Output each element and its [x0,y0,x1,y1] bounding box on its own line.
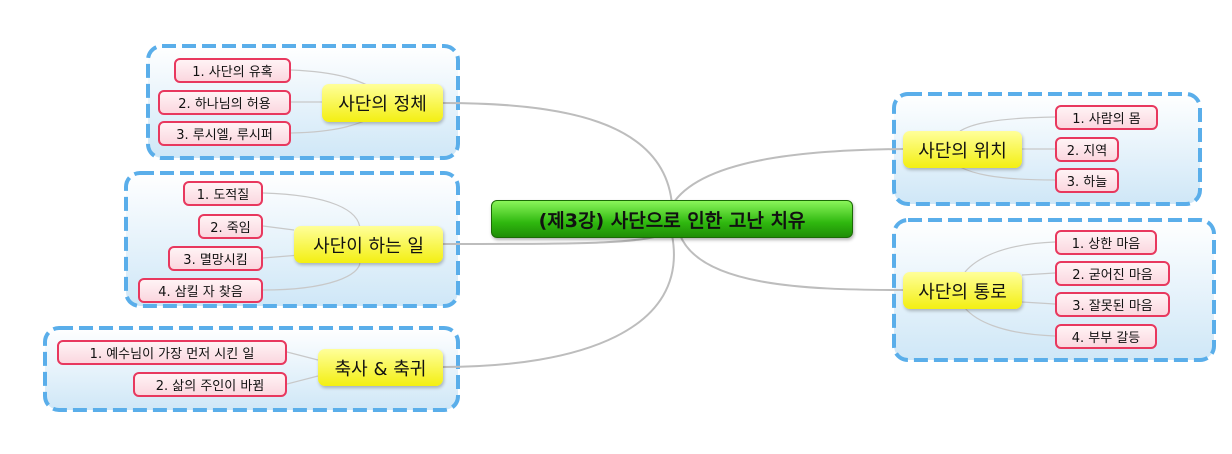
subtopic[interactable]: 1. 사단의 유혹 [174,58,291,83]
subtopic[interactable]: 1. 상한 마음 [1055,230,1157,255]
topic-channel[interactable]: 사단의 통로 [903,272,1022,309]
subtopic[interactable]: 2. 하나님의 허용 [158,90,291,115]
branch-line [442,102,673,206]
subtopic[interactable]: 3. 잘못된 마음 [1055,292,1170,317]
branch-line [671,148,904,206]
boundary-frame-works [124,171,460,308]
subtopic[interactable]: 2. 지역 [1055,137,1119,162]
subtopic[interactable]: 2. 죽임 [198,214,263,239]
subtopic[interactable]: 2. 삶의 주인이 바뀜 [133,372,287,397]
branch-line [442,234,675,368]
topic-works[interactable]: 사단이 하는 일 [294,226,443,263]
subtopic[interactable]: 3. 하늘 [1055,168,1119,193]
subtopic[interactable]: 3. 루시엘, 루시퍼 [158,121,291,146]
branch-line [679,234,904,291]
subtopic[interactable]: 4. 삼킬 자 찾음 [138,278,263,303]
subtopic[interactable]: 1. 사람의 몸 [1055,105,1158,130]
topic-deliverance[interactable]: 축사 & 축귀 [318,349,443,386]
subtopic[interactable]: 4. 부부 갈등 [1055,324,1157,349]
topic-identity[interactable]: 사단의 정체 [322,84,443,122]
topic-location[interactable]: 사단의 위치 [903,131,1022,168]
subtopic[interactable]: 3. 멸망시킴 [168,246,263,271]
central-topic[interactable]: (제3강) 사단으로 인한 고난 치유 [491,200,853,238]
subtopic[interactable]: 2. 굳어진 마음 [1055,261,1170,286]
subtopic[interactable]: 1. 예수님이 가장 먼저 시킨 일 [57,340,287,365]
subtopic[interactable]: 1. 도적질 [183,181,263,206]
